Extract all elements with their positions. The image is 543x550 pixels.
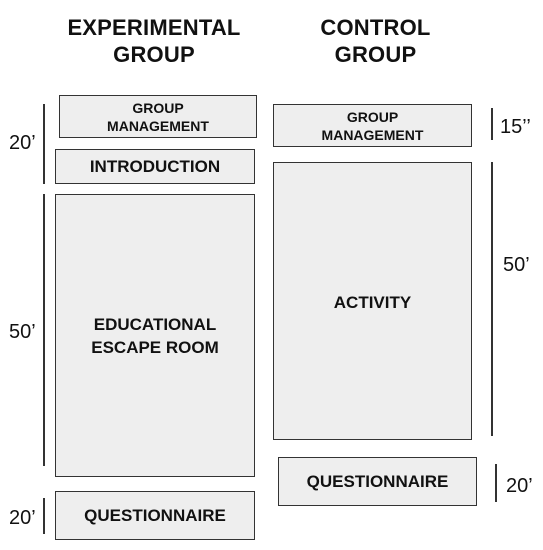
control-questionnaire-time-bracket	[495, 464, 497, 502]
control-setup-time: 15’’	[500, 116, 531, 138]
experimental-questionnaire-box: QUESTIONNAIRE	[55, 491, 255, 540]
control-activity-label: ACTIVITY	[333, 293, 412, 312]
experimental-group-title: EXPERIMENTAL GROUP	[67, 15, 241, 67]
experimental-setup-time-bracket	[43, 104, 45, 184]
experimental-group-management-box: GROUP MANAGEMENT	[59, 95, 257, 138]
experimental-escape-room-label: EDUCATIONAL ESCAPE ROOM	[91, 314, 219, 357]
experimental-activity-time-bracket	[43, 194, 45, 466]
control-activity-box: ACTIVITY	[273, 162, 472, 440]
experimental-group-management-label: GROUP MANAGEMENT	[107, 99, 209, 134]
experimental-questionnaire-label: QUESTIONNAIRE	[84, 506, 226, 525]
experimental-questionnaire-time: 20’	[9, 507, 36, 529]
control-group-management-label: GROUP MANAGEMENT	[321, 108, 424, 143]
experimental-activity-time: 50’	[9, 321, 36, 343]
control-questionnaire-label: QUESTIONNAIRE	[306, 472, 449, 491]
control-group-management-box: GROUP MANAGEMENT	[273, 104, 472, 147]
experimental-introduction-label: INTRODUCTION	[89, 157, 221, 176]
control-group-title: CONTROL GROUP	[320, 15, 431, 67]
control-group-heading: CONTROL GROUP	[268, 14, 483, 68]
experimental-setup-time: 20’	[9, 132, 36, 154]
control-questionnaire-box: QUESTIONNAIRE	[278, 457, 477, 506]
experimental-questionnaire-time-bracket	[43, 498, 45, 534]
experimental-escape-room-box: EDUCATIONAL ESCAPE ROOM	[55, 194, 255, 477]
control-setup-time-bracket	[491, 108, 493, 140]
control-activity-time: 50’	[503, 254, 530, 276]
experimental-group-heading: EXPERIMENTAL GROUP	[48, 14, 260, 68]
control-questionnaire-time: 20’	[506, 475, 533, 497]
experimental-introduction-box: INTRODUCTION	[55, 149, 255, 184]
control-activity-time-bracket	[491, 162, 493, 436]
